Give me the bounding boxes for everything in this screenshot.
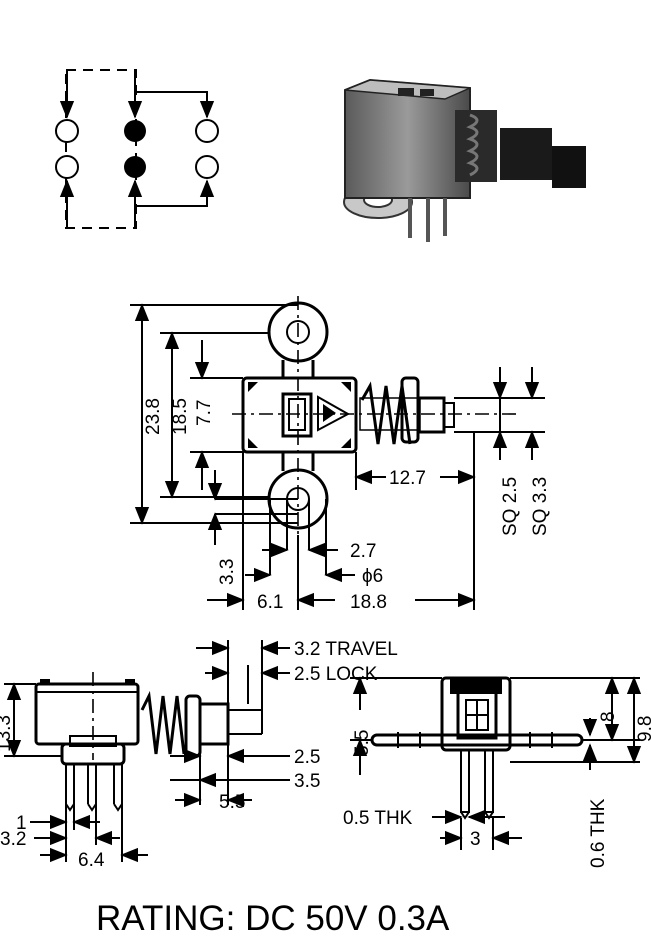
end-dim-3: 3 — [470, 829, 481, 850]
end-view-drawing — [350, 676, 642, 850]
schematic-dashed-frame — [65, 69, 137, 229]
side-view-drawing — [4, 640, 290, 863]
side-dim-3-5: 3.5 — [294, 771, 320, 792]
front-dim-phi-6: ϕ6 — [362, 566, 383, 587]
front-dim-2-7: 2.7 — [350, 541, 376, 562]
side-dim-2-5: 2.5 — [294, 747, 320, 768]
terminal-right-bottom — [195, 155, 219, 179]
terminal-left-top — [55, 119, 79, 143]
side-dim-pin-3-2: 3.2 — [0, 829, 26, 850]
end-dim-0-5-thk: 0.5 THK — [343, 808, 413, 829]
end-dim-0-6-thk: 0.6 THK — [588, 798, 609, 868]
end-dim-9-8: 9.8 — [635, 716, 651, 742]
terminal-common-top — [124, 120, 146, 142]
side-dim-lock: 2.5 LOCK — [294, 664, 378, 685]
end-dim-8: 8 — [598, 711, 619, 722]
end-dim-5-5: 5.5 — [352, 730, 373, 756]
switch-schematic — [55, 69, 219, 229]
rating-label: RATING: DC 50V 0.3A — [96, 899, 450, 937]
terminal-common-bottom — [124, 156, 146, 178]
side-dim-travel: 3.2 TRAVEL — [294, 639, 398, 660]
terminal-right-top — [195, 119, 219, 143]
side-dim-pin-6-4: 6.4 — [78, 850, 105, 871]
side-dim-5-5: 5.5 — [219, 792, 245, 813]
switch-product-image — [343, 78, 586, 242]
front-dim-3-3: 3.3 — [217, 559, 238, 585]
side-dim-pin-1: 1 — [16, 813, 27, 834]
front-dim-23-8: 23.8 — [143, 398, 164, 435]
front-dim-18-8: 18.8 — [350, 592, 387, 613]
front-view-drawing — [130, 296, 545, 610]
front-dim-12-7: 12.7 — [389, 468, 426, 489]
front-dim-7-7: 7.7 — [194, 400, 215, 426]
front-dim-sq-2-5: SQ 2.5 — [500, 477, 521, 536]
side-dim-13-3: 13.3 — [0, 715, 15, 752]
front-dim-18-5: 18.5 — [170, 398, 191, 435]
front-dim-6-1: 6.1 — [257, 592, 283, 613]
terminal-left-bottom — [55, 155, 79, 179]
front-dim-sq-3-3: SQ 3.3 — [530, 477, 551, 536]
